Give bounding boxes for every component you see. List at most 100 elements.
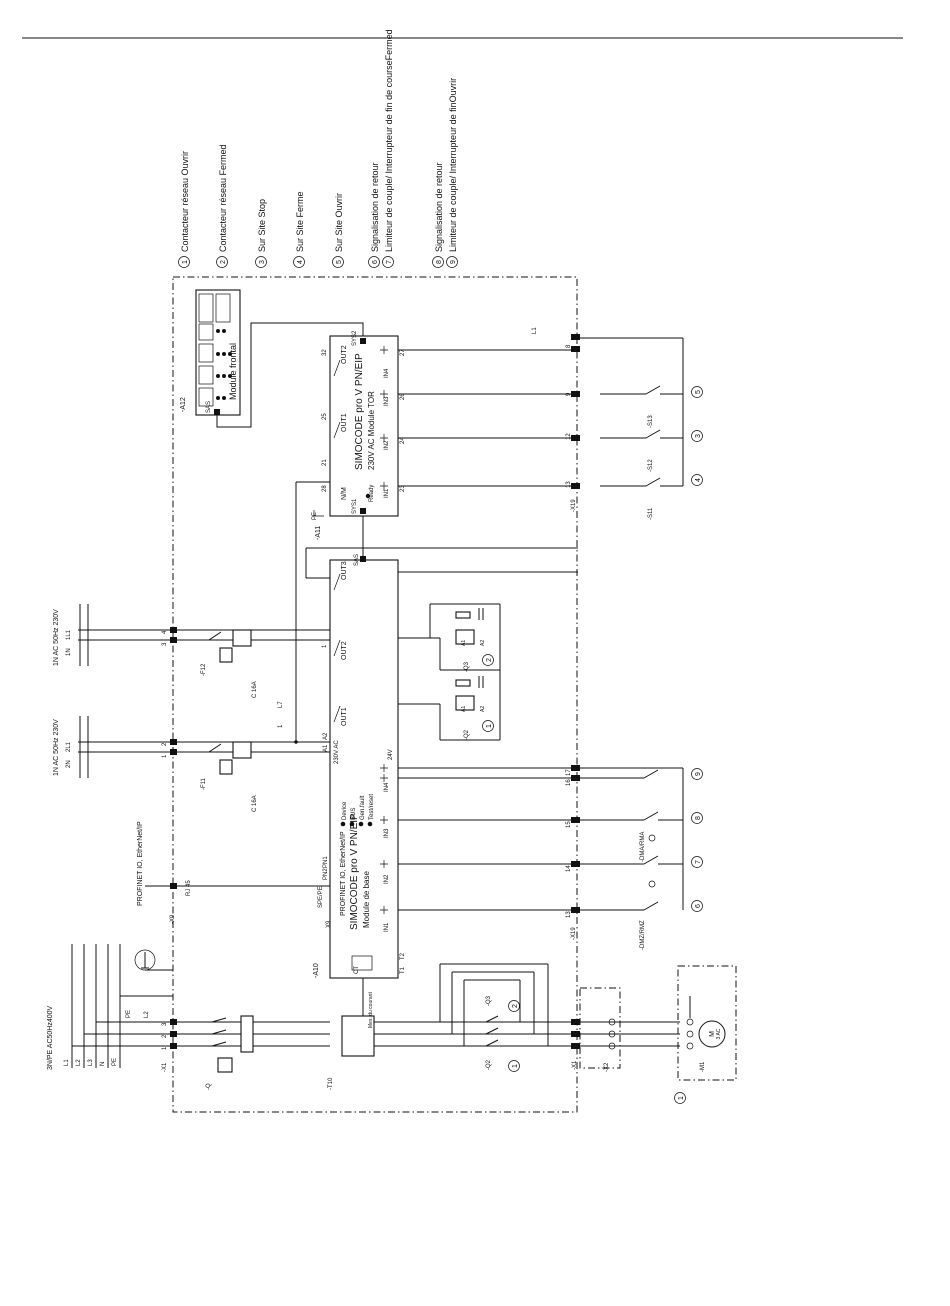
svg-text:IN1: IN1 [384, 922, 390, 932]
svg-text:-Q3: -Q3 [486, 995, 492, 1006]
svg-text:C 16A: C 16A [252, 795, 258, 812]
svg-text:Device: Device [342, 801, 348, 820]
svg-text:SYS1: SYS1 [352, 498, 358, 514]
svg-text:-A12: -A12 [180, 397, 187, 412]
svg-text:IN4: IN4 [384, 368, 390, 378]
svg-text:9: 9 [450, 260, 457, 264]
svg-text:IN3: IN3 [384, 396, 390, 406]
svg-text:5: 5 [336, 260, 343, 264]
supply-2: 1N AC 50Hz 230V 1L1 1N 4 3 -F12 C 16A [53, 604, 330, 698]
legend-item-8: 8 Signalisation de retour [432, 162, 444, 268]
svg-text:OUT2: OUT2 [341, 345, 348, 364]
x19-top-terminals: 8 9 12 13 -X19 [566, 334, 580, 512]
svg-text:L1: L1 [532, 327, 538, 334]
svg-text:IN1: IN1 [384, 488, 390, 498]
svg-text:L2: L2 [76, 1059, 82, 1066]
svg-text:2: 2 [162, 1034, 168, 1038]
svg-text:2: 2 [162, 742, 168, 746]
svg-text:8: 8 [695, 816, 702, 820]
legend-item-5: 5 Sur Site Ouvrir [332, 193, 344, 268]
svg-text:1N: 1N [66, 648, 72, 656]
legend-text-5: Sur Site Ouvrir [334, 193, 344, 252]
svg-text:21: 21 [322, 459, 328, 466]
svg-text:A2: A2 [480, 706, 486, 712]
svg-text:-Q3: -Q3 [464, 661, 470, 672]
front-module-title: Module frontal [228, 343, 238, 400]
svg-text:SYS2: SYS2 [352, 330, 358, 346]
base-inputs: IN4 IN3 IN2 IN1 [380, 764, 390, 932]
svg-text:L1: L1 [64, 1059, 70, 1066]
svg-text:4: 4 [297, 260, 304, 264]
svg-text:14: 14 [566, 865, 572, 872]
svg-text:2: 2 [512, 1004, 519, 1008]
svg-text:1: 1 [278, 724, 284, 728]
legend-item-3: 3 Sur Site Stop [255, 199, 267, 268]
svg-text:-A10: -A10 [313, 963, 320, 978]
svg-text:A1: A1 [323, 744, 329, 752]
supply-1-label: 1N AC 50Hz 230V [53, 719, 60, 776]
svg-text:PN1: PN1 [323, 856, 329, 868]
legend-item-7: 7 Limiteur de couple/ Interrupteur de fi… [382, 29, 394, 268]
output-wiring: A1 A2 -Q3 2 A1 A2 -Q2 1 [305, 516, 578, 741]
supply-2-label: 1N AC 50Hz 230V [53, 609, 60, 666]
svg-text:L3: L3 [88, 1059, 94, 1066]
svg-text:Sur Site Ferme: Sur Site Ferme [295, 191, 305, 252]
svg-text:Mes. du courant: Mes. du courant [368, 992, 374, 1028]
svg-text:1: 1 [486, 724, 493, 728]
svg-text:Sur Site Ouvrir: Sur Site Ouvrir [334, 193, 344, 252]
svg-text:26: 26 [400, 393, 406, 400]
svg-text:T1: T1 [400, 966, 406, 974]
legend-text-1: Contacteur réseau Ouvrir [180, 151, 190, 252]
svg-text:3: 3 [162, 642, 168, 646]
svg-text:-Q2: -Q2 [486, 1059, 492, 1070]
svg-text:PN2: PN2 [323, 868, 329, 880]
svg-text:OUT3: OUT3 [341, 561, 348, 580]
svg-text:4: 4 [162, 630, 168, 634]
main-supply-label: 3N/PE AC50Hz400V [47, 1005, 54, 1070]
svg-text:SPE/PE: SPE/PE [318, 886, 324, 908]
svg-text:Signalisation de retour: Signalisation de retour [370, 162, 380, 252]
svg-text:2L1: 2L1 [66, 741, 72, 752]
svg-text:-A11: -A11 [315, 526, 322, 540]
main-power: 3N/PE AC50Hz400V L1 L2 L3 N PE PE L2 3 2… [47, 944, 737, 1104]
legend-text-3: Sur Site Stop [257, 199, 267, 252]
svg-text:-X1: -X1 [572, 1060, 578, 1070]
svg-text:OUT1: OUT1 [341, 707, 348, 726]
profinet: PROFINET IO, EtherNet/IP RJ 45 -X9 [137, 821, 330, 924]
svg-text:IN2: IN2 [384, 440, 390, 450]
svg-text:IN3: IN3 [384, 828, 390, 838]
svg-text:1: 1 [162, 754, 168, 758]
legend-item-9: 9 Limiteur de couple/ Interrupteur de fi… [446, 78, 458, 268]
legend-item-1: 1 Contacteur réseau Ouvrir [178, 151, 190, 268]
svg-text:Test/reset: Test/reset [369, 794, 375, 820]
svg-text:SAS: SAS [354, 554, 360, 566]
svg-text:N/M: N/M [341, 487, 348, 500]
svg-text:8: 8 [436, 260, 443, 264]
legend-item-2: 2 Contacteur réseau Fermed [216, 144, 228, 268]
svg-text:3: 3 [695, 434, 702, 438]
svg-text:-X2: -X2 [604, 1062, 610, 1072]
svg-text:1: 1 [162, 1046, 168, 1050]
svg-text:-F11: -F11 [201, 777, 207, 790]
svg-text:A2: A2 [323, 732, 329, 740]
svg-text:RJ 45: RJ 45 [186, 880, 192, 896]
svg-text:C 16A: C 16A [252, 681, 258, 698]
svg-text:12: 12 [566, 433, 572, 440]
svg-text:7: 7 [386, 260, 393, 264]
svg-text:-T10: -T10 [328, 1077, 334, 1090]
svg-text:A1: A1 [461, 706, 467, 712]
base-module-protocol: PROFINET IO, EtherNet/IP [340, 831, 347, 916]
svg-text:2N: 2N [66, 760, 72, 768]
svg-text:1L1: 1L1 [66, 629, 72, 640]
svg-text:3: 3 [162, 1022, 168, 1026]
svg-text:230V AC Module TOR: 230V AC Module TOR [367, 391, 376, 470]
svg-text:Module de base: Module de base [362, 871, 371, 928]
svg-text:15: 15 [566, 821, 572, 828]
svg-text:L7: L7 [278, 701, 284, 708]
svg-text:-DMA/RMA: -DMA/RMA [640, 832, 646, 862]
svg-text:24: 24 [400, 437, 406, 444]
dm-input-wiring: L1 [398, 327, 684, 487]
svg-text:230V AC: 230V AC [334, 740, 340, 764]
svg-text:1: 1 [322, 644, 328, 648]
svg-text:7: 7 [695, 860, 702, 864]
